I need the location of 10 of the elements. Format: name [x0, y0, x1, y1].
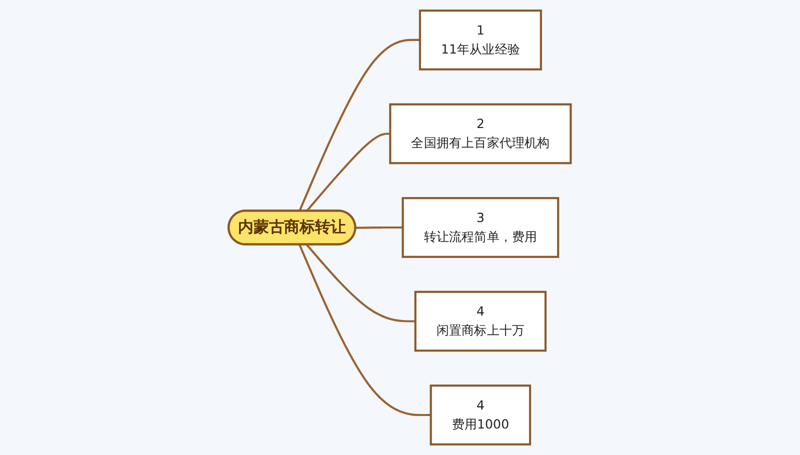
connector	[298, 38, 420, 212]
connector	[356, 226, 404, 229]
node-box: 1 11年从业经验	[419, 10, 542, 70]
node-box: 2 全国拥有上百家代理机构	[390, 103, 572, 164]
node-box: 3 转让流程简单，费用	[402, 197, 560, 258]
connector	[306, 132, 391, 212]
connector	[298, 244, 432, 416]
connector	[306, 244, 416, 322]
node-box: 4 闲置商标上十万	[414, 290, 547, 352]
node-box: 4 费用1000	[430, 384, 532, 446]
